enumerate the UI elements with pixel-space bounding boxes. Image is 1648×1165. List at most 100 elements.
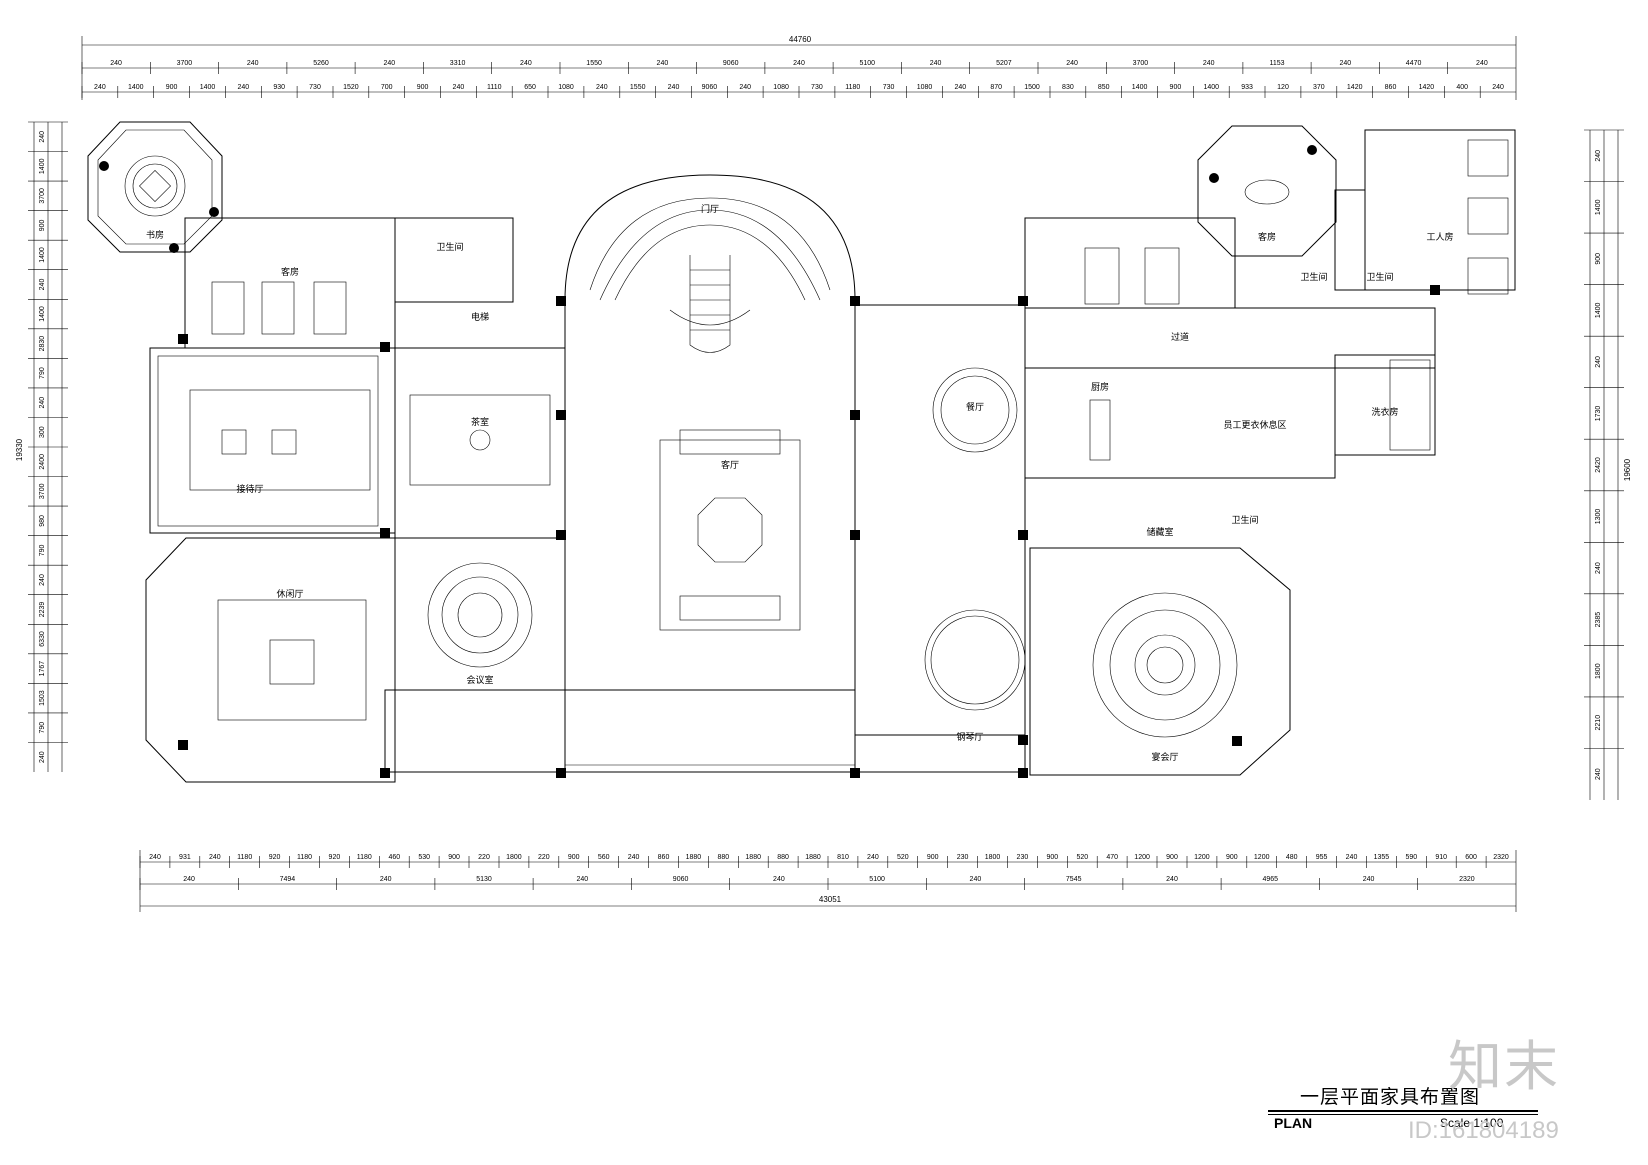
dimension-label: 240 [970, 876, 982, 883]
dimension-label: 240 [237, 84, 249, 91]
label-entrance-hall: 门厅 [701, 203, 719, 215]
dimension-label: 4965 [1263, 876, 1279, 883]
drawing-title: 一层平面家具布置图 [1300, 1086, 1481, 1108]
dimension-label: 650 [524, 84, 536, 91]
dimension-label: 600 [1465, 854, 1477, 861]
label-tower-right: 客房 [1258, 231, 1276, 243]
dimension-label: 900 [1595, 253, 1602, 265]
dimension-label: 930 [273, 84, 285, 91]
dimension-label: 240 [576, 876, 588, 883]
dimension-label: 1400 [128, 84, 144, 91]
dimension-label: 910 [1435, 854, 1447, 861]
dimension-label: 1400 [39, 306, 46, 322]
dimension-label: 4470 [1406, 60, 1422, 67]
label-laundry: 洗衣房 [1371, 406, 1398, 418]
dimension-label: 240 [793, 60, 805, 67]
plan-label: PLAN [1274, 1115, 1313, 1131]
dimension-label: 590 [1405, 854, 1417, 861]
dimension-label: 240 [183, 876, 195, 883]
dimension-label: 900 [927, 854, 939, 861]
dimension-label: 1520 [343, 84, 359, 91]
label-staff-bedroom: 工人房 [1426, 231, 1453, 243]
dimension-label: 830 [1062, 84, 1074, 91]
tower-right [1197, 125, 1337, 257]
dimension-label: 240 [94, 84, 106, 91]
dimension-label: 900 [417, 84, 429, 91]
dimension-label: 2320 [1459, 876, 1475, 883]
label-dining-room: 餐厅 [966, 401, 984, 413]
dimension-label: 810 [837, 854, 849, 861]
dimension-label: 1880 [805, 854, 821, 861]
dimension-label: 1880 [686, 854, 702, 861]
scale-label: Scale 1:100 [1440, 1116, 1504, 1130]
dimension-label: 240 [1595, 562, 1602, 574]
dimension-label: 900 [448, 854, 460, 861]
dimension-label: 3700 [177, 60, 193, 67]
dimension-label: 240 [149, 854, 161, 861]
dimension-label: 240 [39, 574, 46, 586]
dimension-label: 870 [990, 84, 1002, 91]
dimension-label: 1080 [773, 84, 789, 91]
dimension-label: 240 [520, 60, 532, 67]
dimension-label: 955 [1316, 854, 1328, 861]
dimension-label: 240 [39, 751, 46, 763]
dimension-label: 230 [1017, 854, 1029, 861]
dimension-label: 240 [39, 397, 46, 409]
dimension-label: 1420 [1347, 84, 1363, 91]
watermark-id: ID:161804189 [1408, 1117, 1559, 1144]
furniture [124, 139, 1509, 738]
dimension-label: 9060 [723, 60, 739, 67]
dimension-label: 370 [1313, 84, 1325, 91]
dimension-label: 530 [418, 854, 430, 861]
label-tea-room: 茶室 [471, 416, 489, 428]
dimension-label: 240 [247, 60, 259, 67]
dimension-label: 220 [538, 854, 550, 861]
dimension-label: 880 [717, 854, 729, 861]
dimension-label: 3700 [39, 188, 46, 204]
dimension-label: 5130 [476, 876, 492, 883]
dimension-label: 240 [954, 84, 966, 91]
dimension-label: 240 [39, 131, 46, 143]
dimension-label: 480 [1286, 854, 1298, 861]
dimension-label: 240 [668, 84, 680, 91]
dimension-label: 220 [478, 854, 490, 861]
label-storage: 储藏室 [1146, 526, 1173, 538]
dimension-label: 240 [1595, 768, 1602, 780]
left-total-dimension: 19330 [15, 438, 24, 461]
title-underline [1268, 1110, 1538, 1112]
dimension-label: 240 [657, 60, 669, 67]
dimension-label: 240 [628, 854, 640, 861]
dimension-label: 980 [39, 515, 46, 527]
dimension-label: 3700 [1133, 60, 1149, 67]
dimension-label: 520 [897, 854, 909, 861]
walls [87, 121, 1516, 783]
dimension-label: 1180 [357, 854, 372, 861]
dimension-label: 860 [658, 854, 670, 861]
dimension-label: 1200 [1194, 854, 1210, 861]
dimension-label: 5260 [313, 60, 329, 67]
dimension-label: 5100 [869, 876, 885, 883]
dimension-label: 1080 [917, 84, 933, 91]
top-total-dimension: 44760 [789, 35, 812, 44]
bottom-total-dimension: 43051 [819, 895, 842, 904]
dimension-label: 900 [1166, 854, 1178, 861]
label-meeting-room: 会议室 [466, 674, 493, 686]
label-toilet-3: 卫生间 [1366, 271, 1393, 283]
dimension-label: 7494 [280, 876, 296, 883]
dimension-label: 3310 [450, 60, 466, 67]
dimension-label: 1730 [1595, 406, 1602, 422]
dimension-label: 120 [1277, 84, 1289, 91]
dimension-label: 730 [883, 84, 895, 91]
label-toilet-1: 卫生间 [436, 241, 463, 253]
dimension-label: 1400 [39, 247, 46, 263]
structural-columns [99, 145, 1440, 778]
label-toilet-4: 卫生间 [1300, 271, 1327, 283]
dimension-label: 2400 [39, 454, 46, 470]
dimension-label: 1500 [1024, 84, 1040, 91]
dimension-label: 2385 [1595, 612, 1602, 628]
